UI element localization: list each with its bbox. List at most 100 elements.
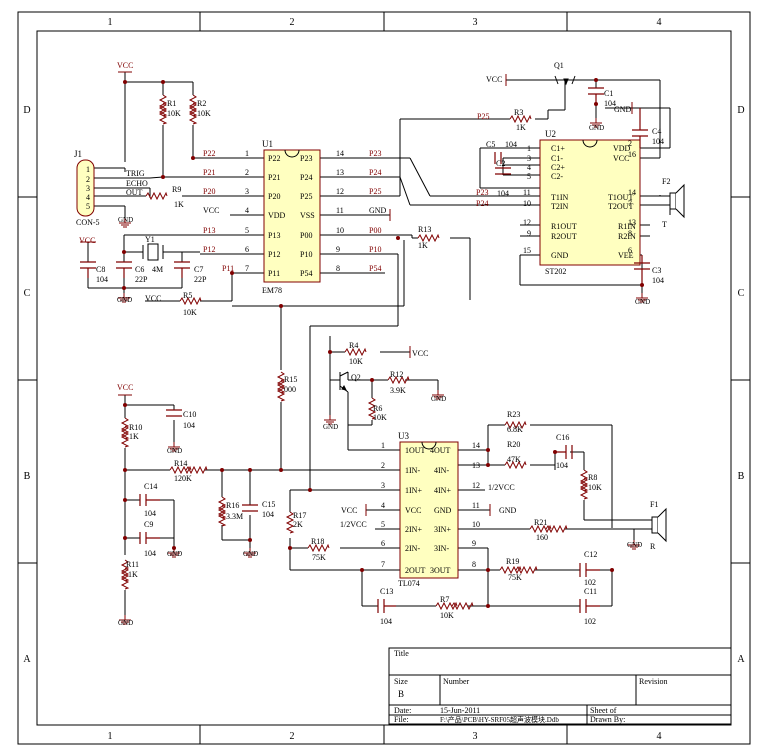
u2-pinnum-4: 4 — [527, 163, 531, 172]
capacitor-c2 — [495, 167, 511, 175]
c2-value: 104 — [497, 189, 509, 198]
u2-pin-t2in: T2IN — [551, 202, 569, 211]
zone-top-1: 1 — [108, 17, 113, 28]
r13-ref: R13 — [418, 225, 431, 234]
u1-net-p13: P13 — [203, 226, 215, 235]
r10-value: 1K — [129, 432, 139, 441]
vcc-label-q1: VCC — [486, 75, 502, 84]
r20-value: 47K — [507, 455, 521, 464]
u2-pin-vee: VEE — [618, 251, 634, 260]
u3-pin-1inm: 1IN- — [405, 466, 420, 475]
r19-value: 75K — [508, 573, 522, 582]
sheet-frame — [17, 11, 751, 745]
capacitors — [80, 87, 650, 613]
net-trig: TRIG — [126, 169, 145, 178]
u1-net-p23: P23 — [369, 149, 381, 158]
zone-top-4: 4 — [657, 17, 662, 28]
u1-net-p10: P10 — [369, 245, 381, 254]
r1-value: 10K — [167, 109, 181, 118]
r3-ref: R3 — [514, 108, 523, 117]
u1-pinnum-11: 11 — [336, 206, 344, 215]
u3-pin-2inp: 2IN+ — [405, 525, 422, 534]
r4-value: 10K — [349, 357, 363, 366]
revision-label: Revision — [639, 677, 667, 686]
gnd-osc: GND — [117, 296, 132, 304]
u3-net-half-vcc-right: 1/2VCC — [488, 483, 515, 492]
u3-pin-1inp: 1IN+ — [405, 486, 422, 495]
u2-pinnum-15: 15 — [523, 246, 531, 255]
c6-value: 22P — [135, 275, 148, 284]
u1-net-p24: P24 — [369, 168, 381, 177]
u1-pinnum-10: 10 — [336, 226, 344, 235]
u1-pin-p22: P22 — [268, 154, 280, 163]
u3-pin-1out: 1OUT — [405, 446, 426, 455]
u1-pin-p24: P24 — [300, 173, 312, 182]
u1-net-p12: P12 — [203, 245, 215, 254]
gnd-u2: GND — [635, 298, 650, 306]
capacitor-c13 — [377, 599, 396, 613]
r14-ref: R14 — [174, 459, 187, 468]
u3-pin-3inp: 3IN+ — [434, 525, 451, 534]
j1-pin-4: 4 — [86, 193, 90, 202]
u2-pin-t2out: T2OUT — [608, 202, 633, 211]
u2-pin-c1p: C1+ — [551, 144, 565, 153]
c5-value: 104 — [505, 140, 517, 149]
junctions — [122, 78, 644, 608]
zone-bottom-3: 3 — [473, 731, 478, 742]
u2-pinnum-11: 11 — [523, 188, 531, 197]
capacitor-c3 — [634, 255, 650, 285]
c14-value: 104 — [144, 509, 156, 518]
f1-ref: F1 — [650, 500, 658, 509]
zone-right-c: C — [738, 288, 745, 299]
r7-value: 10K — [440, 611, 454, 620]
zone-left-a: A — [23, 654, 31, 665]
c12-value: 102 — [584, 578, 596, 587]
f2-value: T — [662, 220, 667, 229]
capacitor-c9 — [139, 532, 160, 544]
c3-ref: C3 — [652, 266, 661, 275]
wires — [87, 72, 671, 615]
f1-value: R — [650, 542, 656, 551]
j1-value: CON-5 — [76, 218, 100, 227]
r18-ref: R18 — [311, 537, 324, 546]
r15-ref: R15 — [284, 375, 297, 384]
capacitor-c15 — [242, 504, 258, 512]
zone-left-c: C — [24, 288, 31, 299]
zone-bottom-2: 2 — [290, 731, 295, 742]
u3-pinnum-6: 6 — [381, 539, 385, 548]
u2-pinnum-10: 10 — [523, 199, 531, 208]
r11-ref: R11 — [126, 560, 139, 569]
transistor-q2 — [330, 371, 349, 393]
u2-pin-gnd: GND — [551, 251, 569, 260]
u1-pin-p20: P20 — [268, 192, 280, 201]
u3-pinnum-12: 12 — [472, 481, 480, 490]
c10-value: 104 — [183, 421, 195, 430]
c10-ref: C10 — [183, 410, 196, 419]
u1-pinnum-7: 7 — [245, 264, 249, 273]
gnd-c10: GND — [167, 447, 182, 455]
u3-pin-vcc: VCC — [405, 506, 421, 515]
c6-ref: C6 — [135, 265, 144, 274]
u3-pinnum-4: 4 — [381, 501, 385, 510]
c9-value: 104 — [144, 549, 156, 558]
u1-pin-labels: P22 P21 P20 VDD P13 P12 P11 1 2 3 4 5 6 … — [203, 149, 387, 278]
u2-pinnum-1: 1 — [527, 144, 531, 153]
r11-value: 1K — [128, 570, 138, 579]
c3-value: 104 — [652, 276, 664, 285]
u1-pinnum-1: 1 — [245, 149, 249, 158]
transducer-f1 — [634, 507, 667, 543]
u2-pin-vdd: VDD — [613, 144, 631, 153]
u2-pin-t1in: T1IN — [551, 193, 569, 202]
u2-pin-t1out: T1OUT — [608, 193, 633, 202]
u2-pin-c2p: C2+ — [551, 163, 565, 172]
date-label: Date: — [394, 706, 411, 715]
u3-net-vcc: VCC — [341, 506, 357, 515]
f2-ref: F2 — [662, 177, 670, 186]
sheet-label: Sheet of — [590, 706, 617, 715]
r13-value: 1K — [418, 241, 428, 250]
gnd-c9: GND — [167, 550, 182, 558]
u3-pinnum-11: 11 — [472, 501, 480, 510]
zone-right-d: D — [737, 105, 744, 116]
c14-ref: C14 — [144, 482, 157, 491]
u3-net-half-vcc-left: 1/2VCC — [340, 520, 367, 529]
